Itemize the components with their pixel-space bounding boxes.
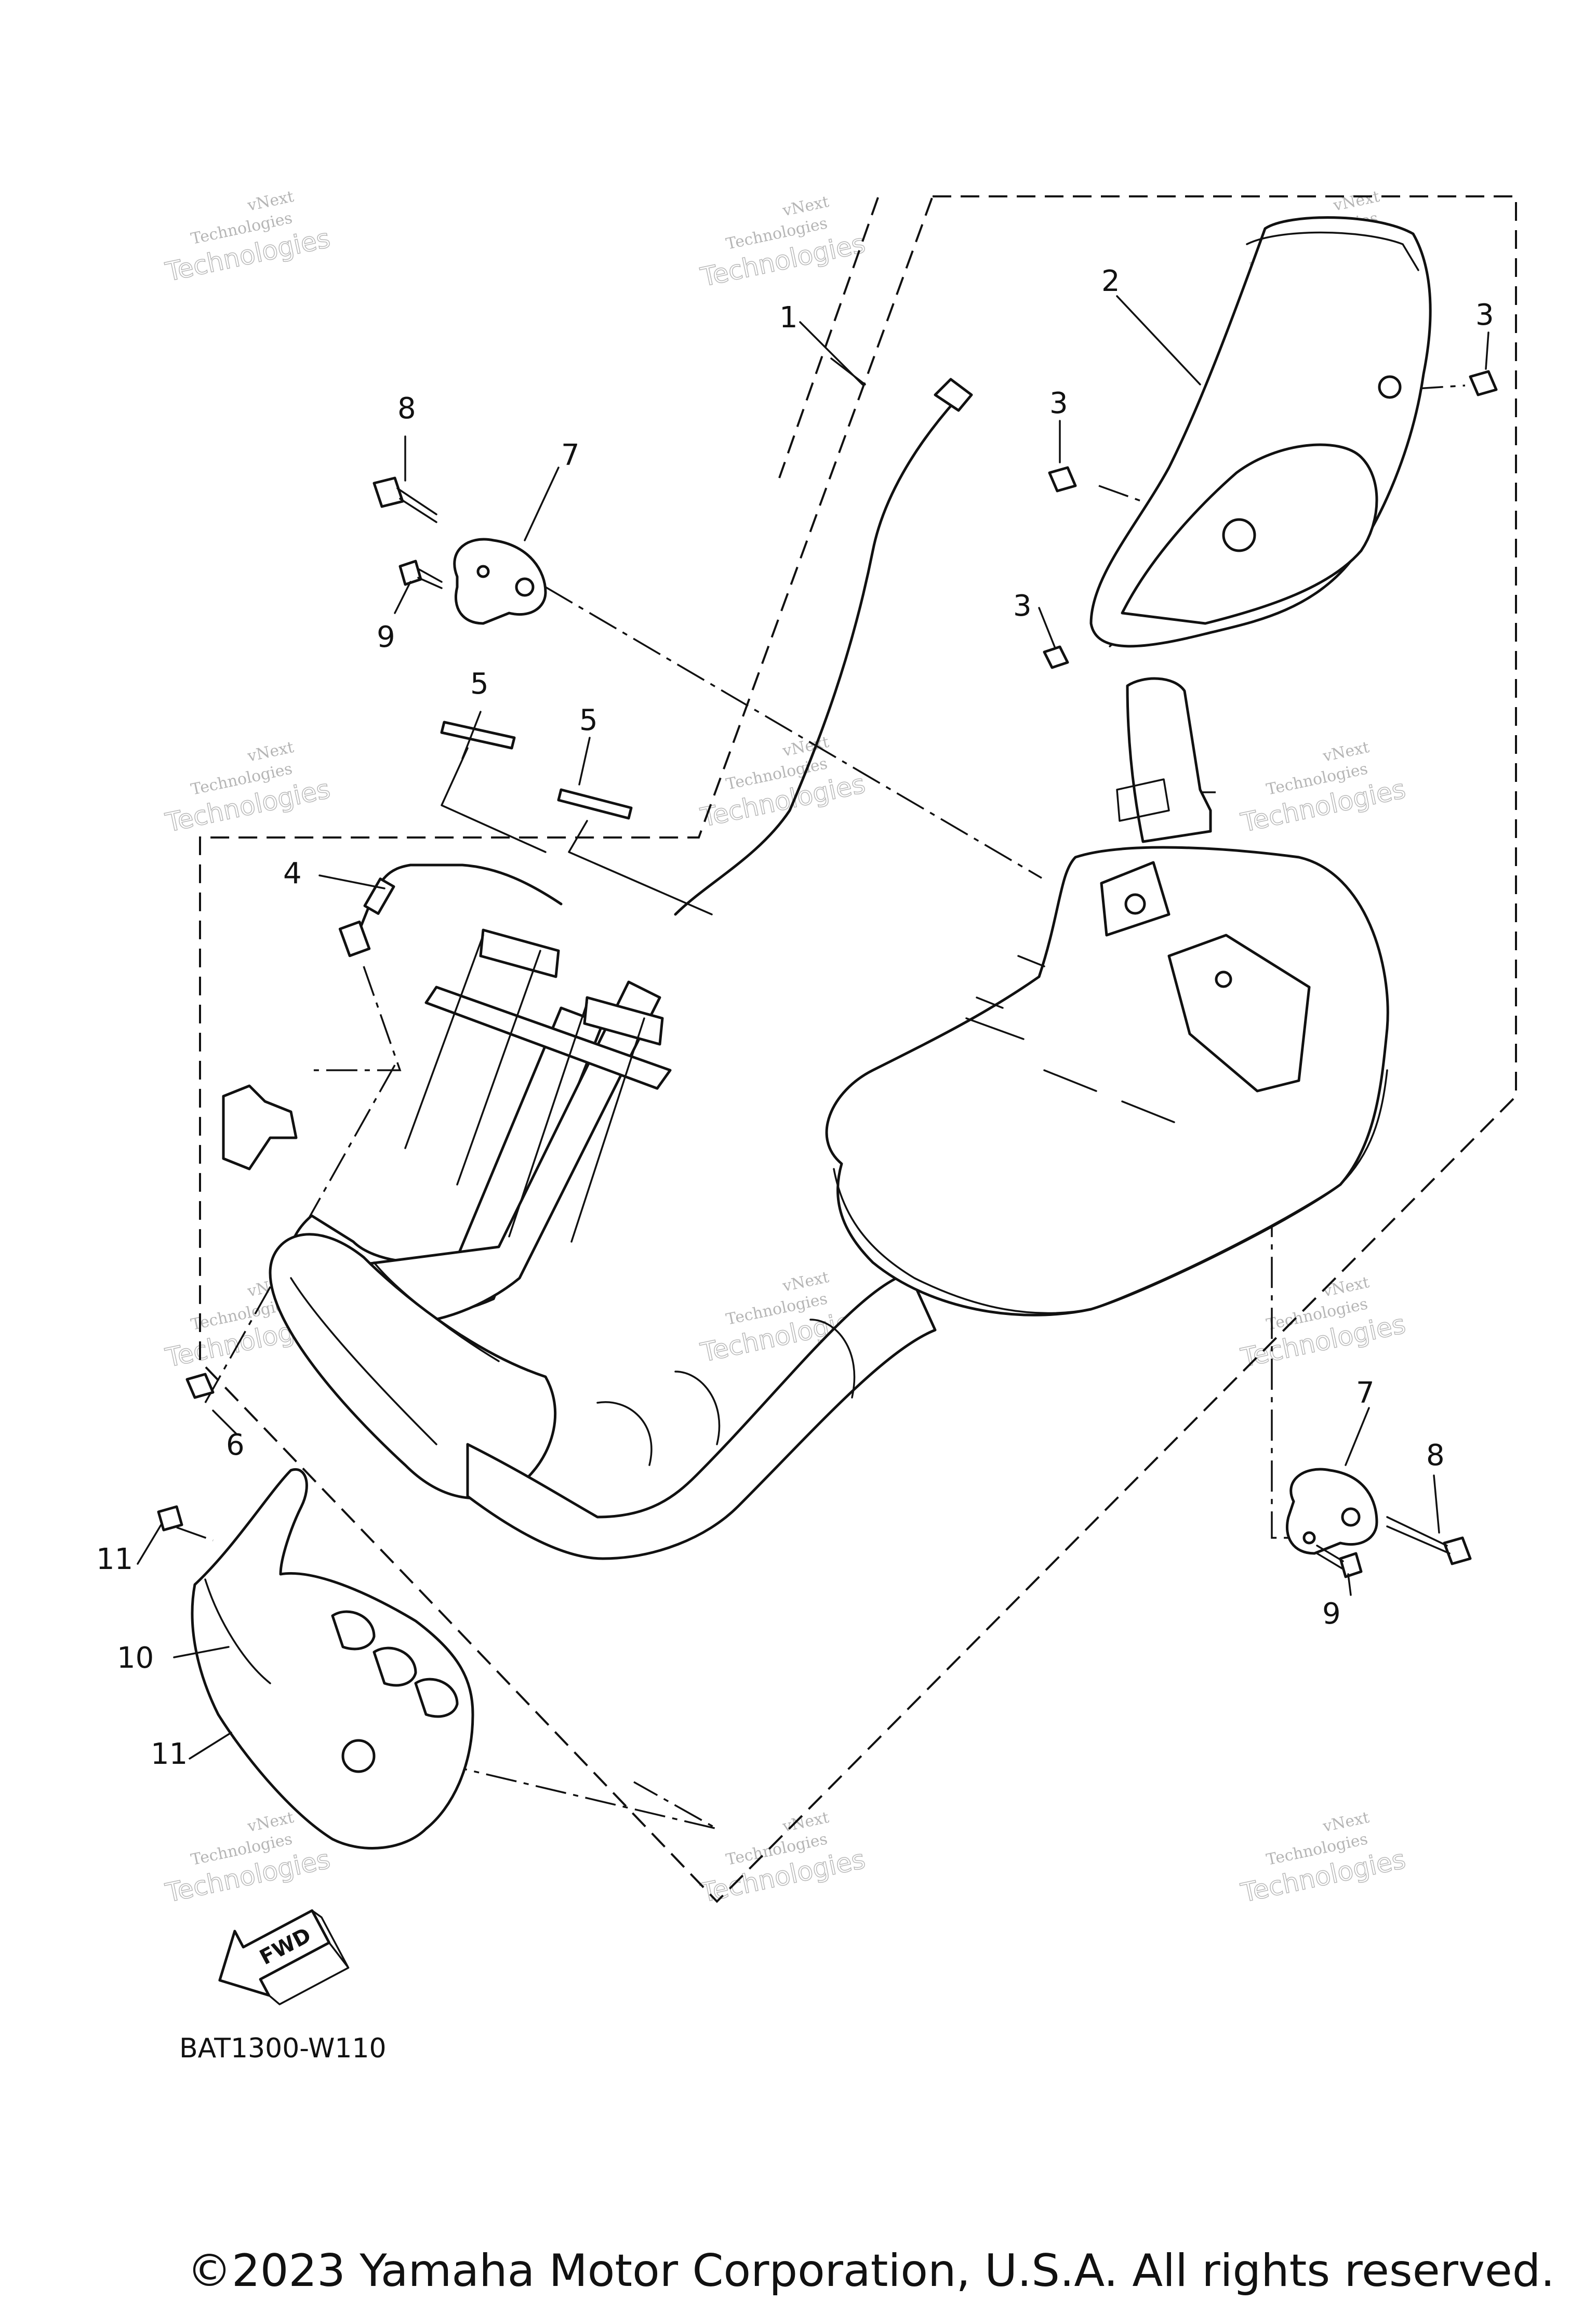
- protector-hole-10: [341, 1739, 376, 1773]
- bolt-3-c: [1469, 370, 1498, 396]
- watermark: vNext Technologies Technologies: [1238, 1808, 1408, 1909]
- copyright-notice: ©2023 Yamaha Motor Corporation, U.S.A. A…: [187, 2245, 1555, 2297]
- watermark: vNext Technologies Technologies: [697, 733, 868, 833]
- callout-9-bottom: 9: [1322, 1597, 1341, 1631]
- protector-slot-1: [331, 1610, 376, 1651]
- sensor-connector: [934, 378, 973, 412]
- upper-dashed-line: [778, 197, 879, 478]
- bracket-hole: [1124, 893, 1146, 915]
- header-flange-3: [583, 996, 664, 1046]
- callout-4: 4: [283, 857, 302, 890]
- sensor-lead-wire: [674, 398, 957, 916]
- cover-lower-line: [387, 1750, 717, 1830]
- callout-10: 10: [117, 1641, 154, 1675]
- bolt-9-top: [398, 560, 443, 589]
- collector-body: [269, 1233, 556, 1500]
- callout-8-top: 8: [397, 392, 416, 425]
- diagram-code: BAT1300-W110: [179, 2033, 387, 2064]
- muffler-seam: [833, 1069, 1388, 1314]
- protector-10: [191, 1468, 474, 1850]
- mid-pipe: [466, 1271, 937, 1560]
- muffler-bracket-2: [1167, 934, 1311, 1093]
- protector-hole-2: [1378, 375, 1402, 399]
- callout-11-top: 11: [96, 1542, 133, 1576]
- bolt-3-b: [1043, 645, 1069, 669]
- callout-1: 1: [779, 301, 798, 335]
- callout-3-middle: 3: [1013, 589, 1032, 623]
- sensor-line: [307, 966, 402, 1071]
- callout-11-bottom: 11: [151, 1737, 188, 1771]
- muffler-slot-3: [1121, 1100, 1175, 1123]
- muffler-slot-2: [1043, 1069, 1097, 1092]
- callout-8-bottom: 8: [1426, 1439, 1445, 1472]
- watermark: vNext Technologies Technologies: [162, 738, 333, 839]
- callout-5-right: 5: [579, 703, 598, 737]
- protector-slot-3: [414, 1678, 459, 1718]
- watermark: vNext Technologies Technologies: [1238, 1273, 1408, 1374]
- bolt-8-top: [373, 476, 437, 523]
- o2-sensor-4: [338, 863, 563, 957]
- watermark: vNext Technologies Technologies: [1238, 738, 1408, 839]
- callout-9-top: 9: [377, 620, 395, 654]
- bolt-11-a: [157, 1505, 183, 1532]
- bracket-hole-2: [1215, 970, 1232, 988]
- header-hanger: [222, 1084, 298, 1171]
- cover-upper-line: [176, 1526, 214, 1541]
- callout-6: 6: [226, 1428, 245, 1462]
- callout-7-top: 7: [561, 438, 580, 472]
- protector-hole: [1222, 518, 1256, 552]
- callout-3-right: 3: [1475, 298, 1494, 332]
- callout-leaders: [137, 295, 1489, 1760]
- protector-slot-2: [373, 1646, 417, 1687]
- assembly-1-boundary: [199, 195, 1517, 1903]
- bolt-3-a: [1048, 466, 1077, 493]
- callout-2: 2: [1101, 264, 1120, 298]
- watermark: vNext Technologies Technologies: [697, 1808, 868, 1909]
- bolt-9-bottom: [1316, 1545, 1363, 1578]
- callout-7-bottom: 7: [1356, 1376, 1375, 1410]
- callout-3-top: 3: [1049, 387, 1068, 420]
- watermark: vNext Technologies Technologies: [162, 188, 333, 288]
- header-flange-1: [424, 986, 672, 1090]
- damper-7-top: [453, 538, 547, 625]
- header-flange-2: [479, 928, 560, 978]
- muffler-slot-1: [965, 1017, 1025, 1040]
- forward-arrow: FWD: [218, 1909, 350, 2005]
- tail-pipe: [1126, 677, 1212, 843]
- callout-1-leader-dashes: [830, 357, 866, 385]
- watermark: vNext Technologies Technologies: [697, 193, 868, 293]
- muffler-protector-2: [1089, 216, 1432, 648]
- nut-6: [185, 1373, 215, 1399]
- callout-5-left: 5: [470, 667, 489, 701]
- callout-labels: 1 2 3 3 3 4 5 5 6 7 7 8 8 9 9 10 11 11: [96, 264, 1494, 1771]
- gasket-5: [440, 721, 713, 915]
- damper-7-bottom: [1285, 1468, 1378, 1555]
- bolt-8-bottom: [1386, 1516, 1472, 1565]
- damper-to-muffler-line: [545, 586, 1042, 879]
- exhaust-assembly: [222, 677, 1389, 1560]
